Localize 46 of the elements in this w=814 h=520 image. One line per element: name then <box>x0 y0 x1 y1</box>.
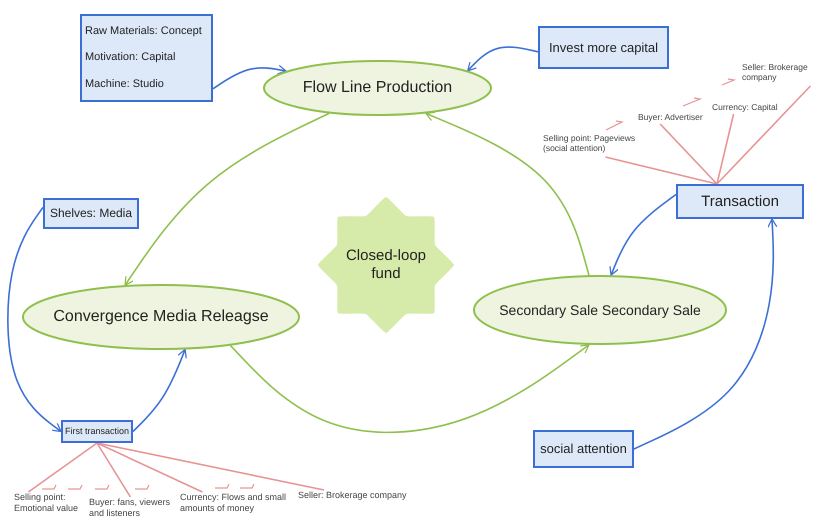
node-label: Transaction <box>701 192 779 210</box>
arrow <box>634 218 778 450</box>
connector-line <box>716 114 734 184</box>
text-box <box>676 184 804 219</box>
arrow <box>609 194 676 276</box>
annotation-text: Buyer: Advertiser <box>638 112 703 122</box>
node-label: Shelves: Media <box>50 206 132 221</box>
annotation-text: Currency: Capital <box>712 102 778 112</box>
annotation-text: Selling point: Pageviews (social attention) <box>543 133 636 154</box>
annotation-text: Seller: Brokerage company <box>298 490 407 501</box>
process-ellipse <box>473 275 727 345</box>
arrow <box>212 64 287 90</box>
arrow <box>425 112 590 276</box>
arrow <box>230 344 590 434</box>
process-ellipse <box>263 60 492 116</box>
connector-line <box>716 85 811 185</box>
node-label: Machine: Studio <box>85 78 164 92</box>
annotation-text: Buyer: fans, viewers and listeners <box>89 497 172 519</box>
node-label: Convergence Media Releagse <box>52 307 270 327</box>
node-label: First transaction <box>64 426 130 437</box>
arrow <box>467 46 538 72</box>
connector-line <box>96 442 203 493</box>
annotation-text: Seller: Brokerage company <box>742 62 809 82</box>
text-box <box>43 198 139 229</box>
text-box <box>538 26 669 69</box>
node-label: Invest more capital <box>548 40 658 56</box>
node-label: Flow Line Production <box>302 78 454 98</box>
node-label: Secondary Sale Secondary Sale <box>498 302 702 318</box>
node-label: social attention <box>540 441 627 457</box>
annotation-text: Currency: Flows and small amounts of money <box>180 492 288 514</box>
process-ellipse <box>22 284 300 350</box>
arrow <box>124 112 330 286</box>
text-box <box>61 420 133 443</box>
text-box <box>80 14 213 102</box>
node-label: Motivation: Capital <box>85 51 176 65</box>
arrow <box>132 348 187 432</box>
arrow <box>7 206 62 432</box>
node-label: Closed-loop fund <box>344 247 428 283</box>
connector-line <box>605 156 718 185</box>
annotation-text: Selling point: Emotional value <box>14 492 80 514</box>
node-label: Raw Materials: Concept <box>85 24 202 38</box>
connector-line <box>96 442 132 498</box>
connector-line <box>660 123 718 185</box>
starburst-shape <box>316 196 456 334</box>
text-box <box>533 430 634 468</box>
connector-line <box>28 442 98 493</box>
